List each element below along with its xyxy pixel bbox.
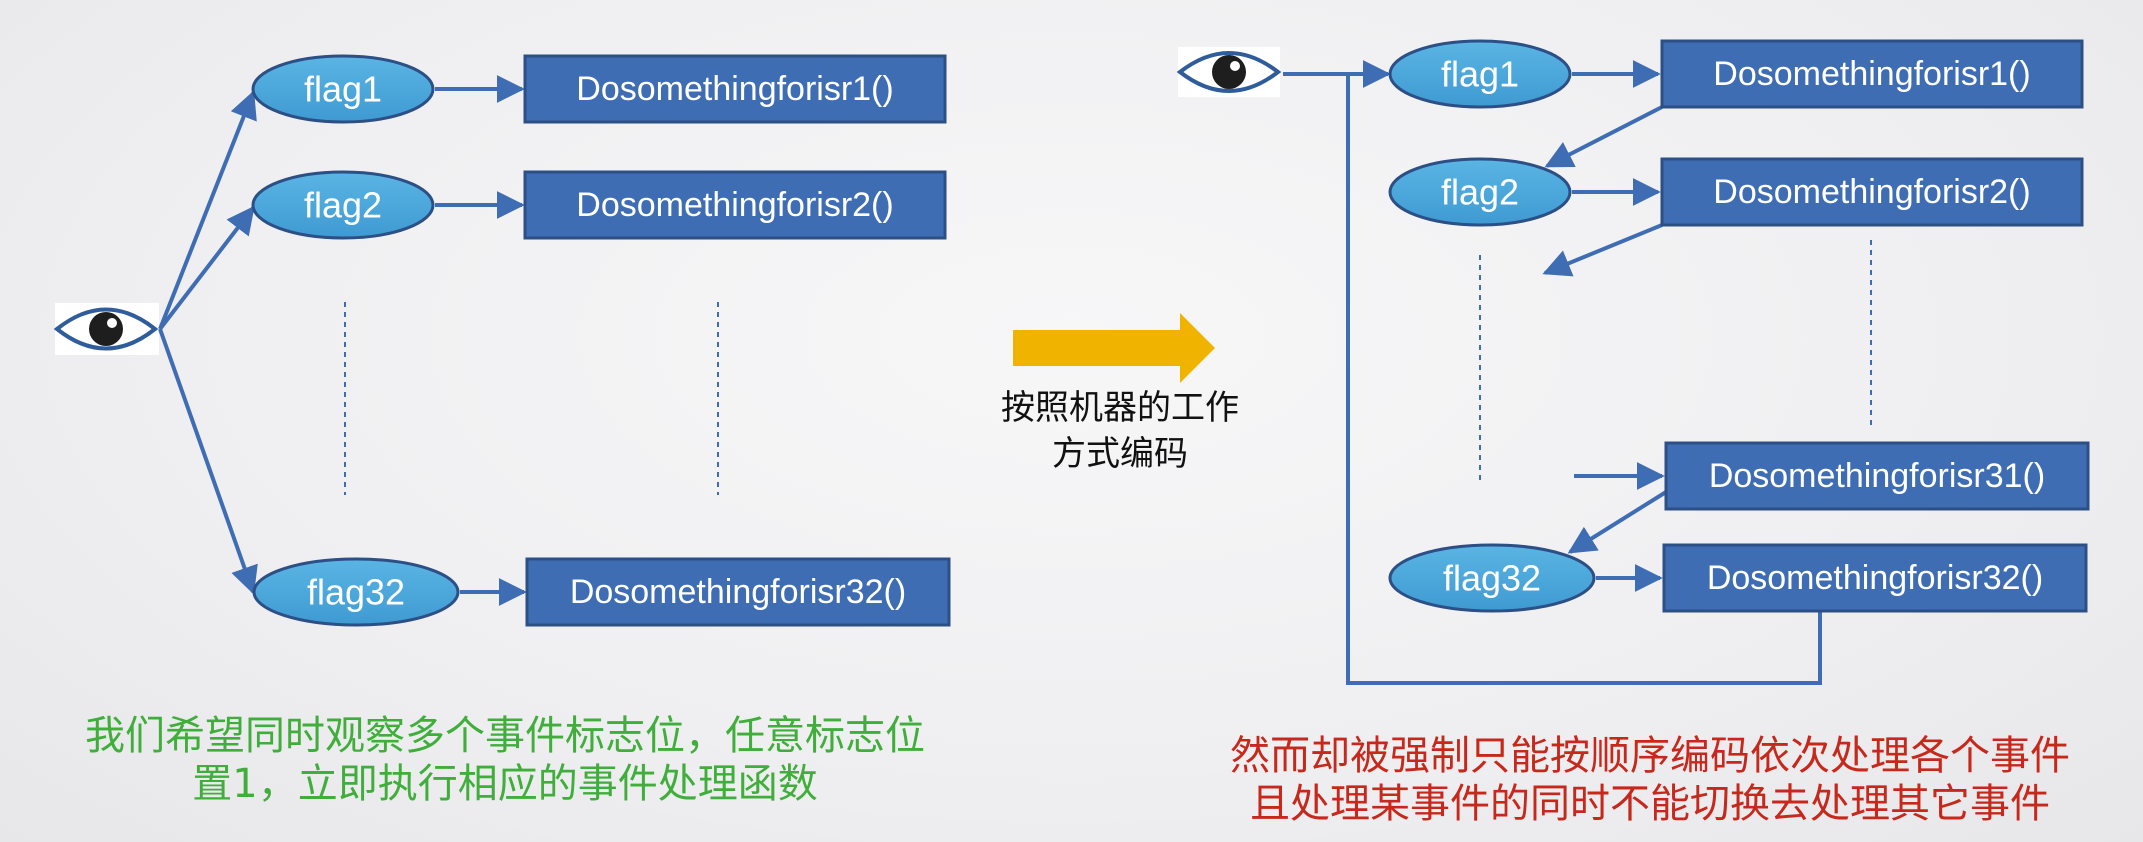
left-flag32-label: flag32 — [307, 572, 405, 613]
left-flag32: flag32 — [252, 557, 460, 627]
left-func2-label: Dosomethingforisr2() — [576, 186, 893, 224]
left-flag-function-arrows — [435, 75, 527, 606]
arrow-rfunc1-rflag2 — [1544, 105, 1663, 168]
right-flag1: flag1 — [1388, 39, 1572, 109]
arrow-rfunc2-next — [1542, 223, 1663, 277]
arrow-rfunc31-rflag32 — [1567, 490, 1668, 554]
eye-icon — [1176, 47, 1282, 97]
right-caption-line-1: 然而却被强制只能按顺序编码依次处理各个事件 — [1230, 733, 2070, 779]
right-flag1-label: flag1 — [1441, 54, 1519, 95]
transition-label: 按照机器的工作 方式编码 — [960, 385, 1280, 477]
left-eye-connectors — [158, 90, 258, 595]
right-func32-label: Dosomethingforisr32() — [1707, 559, 2043, 597]
right-flag32: flag32 — [1388, 543, 1596, 613]
eye-icon — [53, 303, 159, 355]
left-func1-label: Dosomethingforisr1() — [576, 70, 893, 108]
right-arrows — [1542, 60, 1668, 592]
right-func32-box: Dosomethingforisr32() — [1662, 543, 2088, 613]
left-flag1: flag1 — [251, 54, 435, 124]
left-func32-label: Dosomethingforisr32() — [570, 573, 906, 611]
left-caption-line-2: 置1，立即执行相应的事件处理函数 — [192, 761, 818, 807]
left-flag2-label: flag2 — [304, 185, 382, 226]
connector-eye-flag32 — [158, 328, 258, 595]
transition-label-line-2: 方式编码 — [1052, 434, 1188, 474]
right-func31-label: Dosomethingforisr31() — [1709, 457, 2045, 495]
left-flag1-label: flag1 — [304, 69, 382, 110]
left-func1-box: Dosomethingforisr1() — [523, 54, 947, 124]
left-func2-box: Dosomethingforisr2() — [523, 170, 947, 240]
connector-eye-flag1 — [158, 90, 257, 330]
right-flag2: flag2 — [1388, 157, 1572, 227]
connector-eye-flag2 — [158, 205, 255, 331]
left-flag2: flag2 — [251, 170, 435, 240]
right-func2-box: Dosomethingforisr2() — [1660, 157, 2084, 227]
right-flag32-label: flag32 — [1443, 558, 1541, 599]
transition-arrow — [1013, 313, 1215, 383]
left-func32-box: Dosomethingforisr32() — [525, 557, 951, 627]
right-loop-connector — [1283, 60, 1822, 685]
left-caption: 我们希望同时观察多个事件标志位，任意标志位 置1，立即执行相应的事件处理函数 — [40, 712, 970, 808]
right-ellipsis-lines — [1479, 240, 1872, 480]
right-func31-box: Dosomethingforisr31() — [1664, 441, 2090, 511]
right-func1-box: Dosomethingforisr1() — [1660, 39, 2084, 109]
right-caption: 然而却被强制只能按顺序编码依次处理各个事件 且处理某事件的同时不能切换去处理其它… — [1180, 732, 2120, 828]
left-caption-line-1: 我们希望同时观察多个事件标志位，任意标志位 — [85, 713, 925, 759]
left-ellipsis-lines — [344, 302, 719, 495]
right-flag2-label: flag2 — [1441, 172, 1519, 213]
right-func1-label: Dosomethingforisr1() — [1713, 55, 2030, 93]
right-caption-line-2: 且处理某事件的同时不能切换去处理其它事件 — [1250, 781, 2050, 827]
transition-label-line-1: 按照机器的工作 — [1001, 388, 1239, 428]
right-func2-label: Dosomethingforisr2() — [1713, 173, 2030, 211]
